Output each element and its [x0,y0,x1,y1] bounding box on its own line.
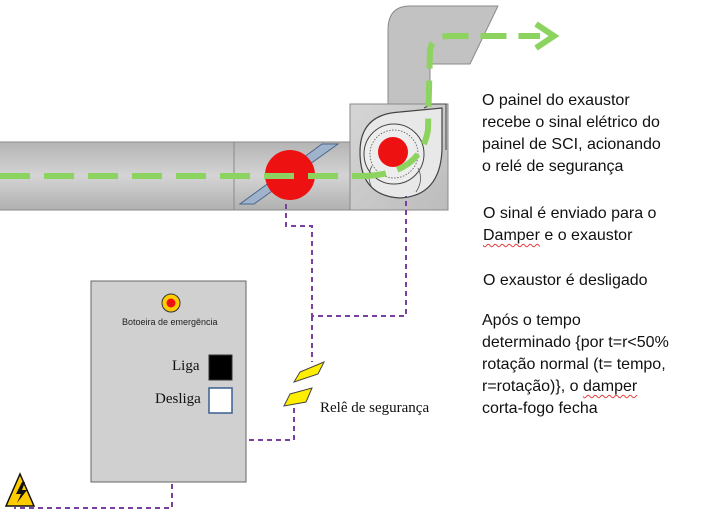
note-line: r=rotação)}, o damper [482,376,669,398]
relay-label: Relê de segurança [320,400,430,416]
damper-word: damper [582,378,638,395]
note-line: rotação normal (t= tempo, [482,356,666,373]
note-exhaust-off: O exaustor é desligado [483,270,648,292]
fan-status-light [378,137,408,167]
note-line: O painel do exaustor [482,92,630,109]
off-button-label: Desliga [155,391,201,407]
off-button[interactable] [208,387,233,414]
relay-contact-lower [283,387,313,407]
airflow-arrowhead [534,21,560,51]
note-line: O sinal é enviado para o [483,205,657,222]
emergency-button-core [166,298,176,308]
emergency-button-label: Botoeira de emergência [122,317,218,327]
note-signal-sent: O sinal é enviado para o Damper e o exau… [483,203,656,247]
on-button-label: Liga [172,358,200,374]
high-voltage-icon [4,472,36,507]
note-line: Damper e o exaustor [483,225,656,247]
note-panel-receives: O painel do exaustor recebe o sinal elét… [482,90,661,178]
note-line: Após o tempo [482,312,581,329]
note-line: painel de SCI, acionando [482,136,661,153]
note-line-suffix: e o exaustor [539,227,633,244]
control-panel [90,280,247,483]
note-after-time: Após o tempo determinado {por t=r<50% ro… [482,310,669,420]
damper-word: Damper [483,227,540,244]
relay-contact-upper [292,361,326,383]
note-line: recebe o sinal elétrico do [482,114,660,131]
on-button[interactable] [208,354,233,381]
note-line: corta-fogo fecha [482,400,598,417]
note-line: O exaustor é desligado [483,272,648,289]
note-line-prefix: r=rotação)}, o [482,378,583,395]
note-line: determinado {por t=r<50% [482,334,669,351]
airflow-path [0,33,540,179]
note-line: o relé de segurança [482,158,624,175]
